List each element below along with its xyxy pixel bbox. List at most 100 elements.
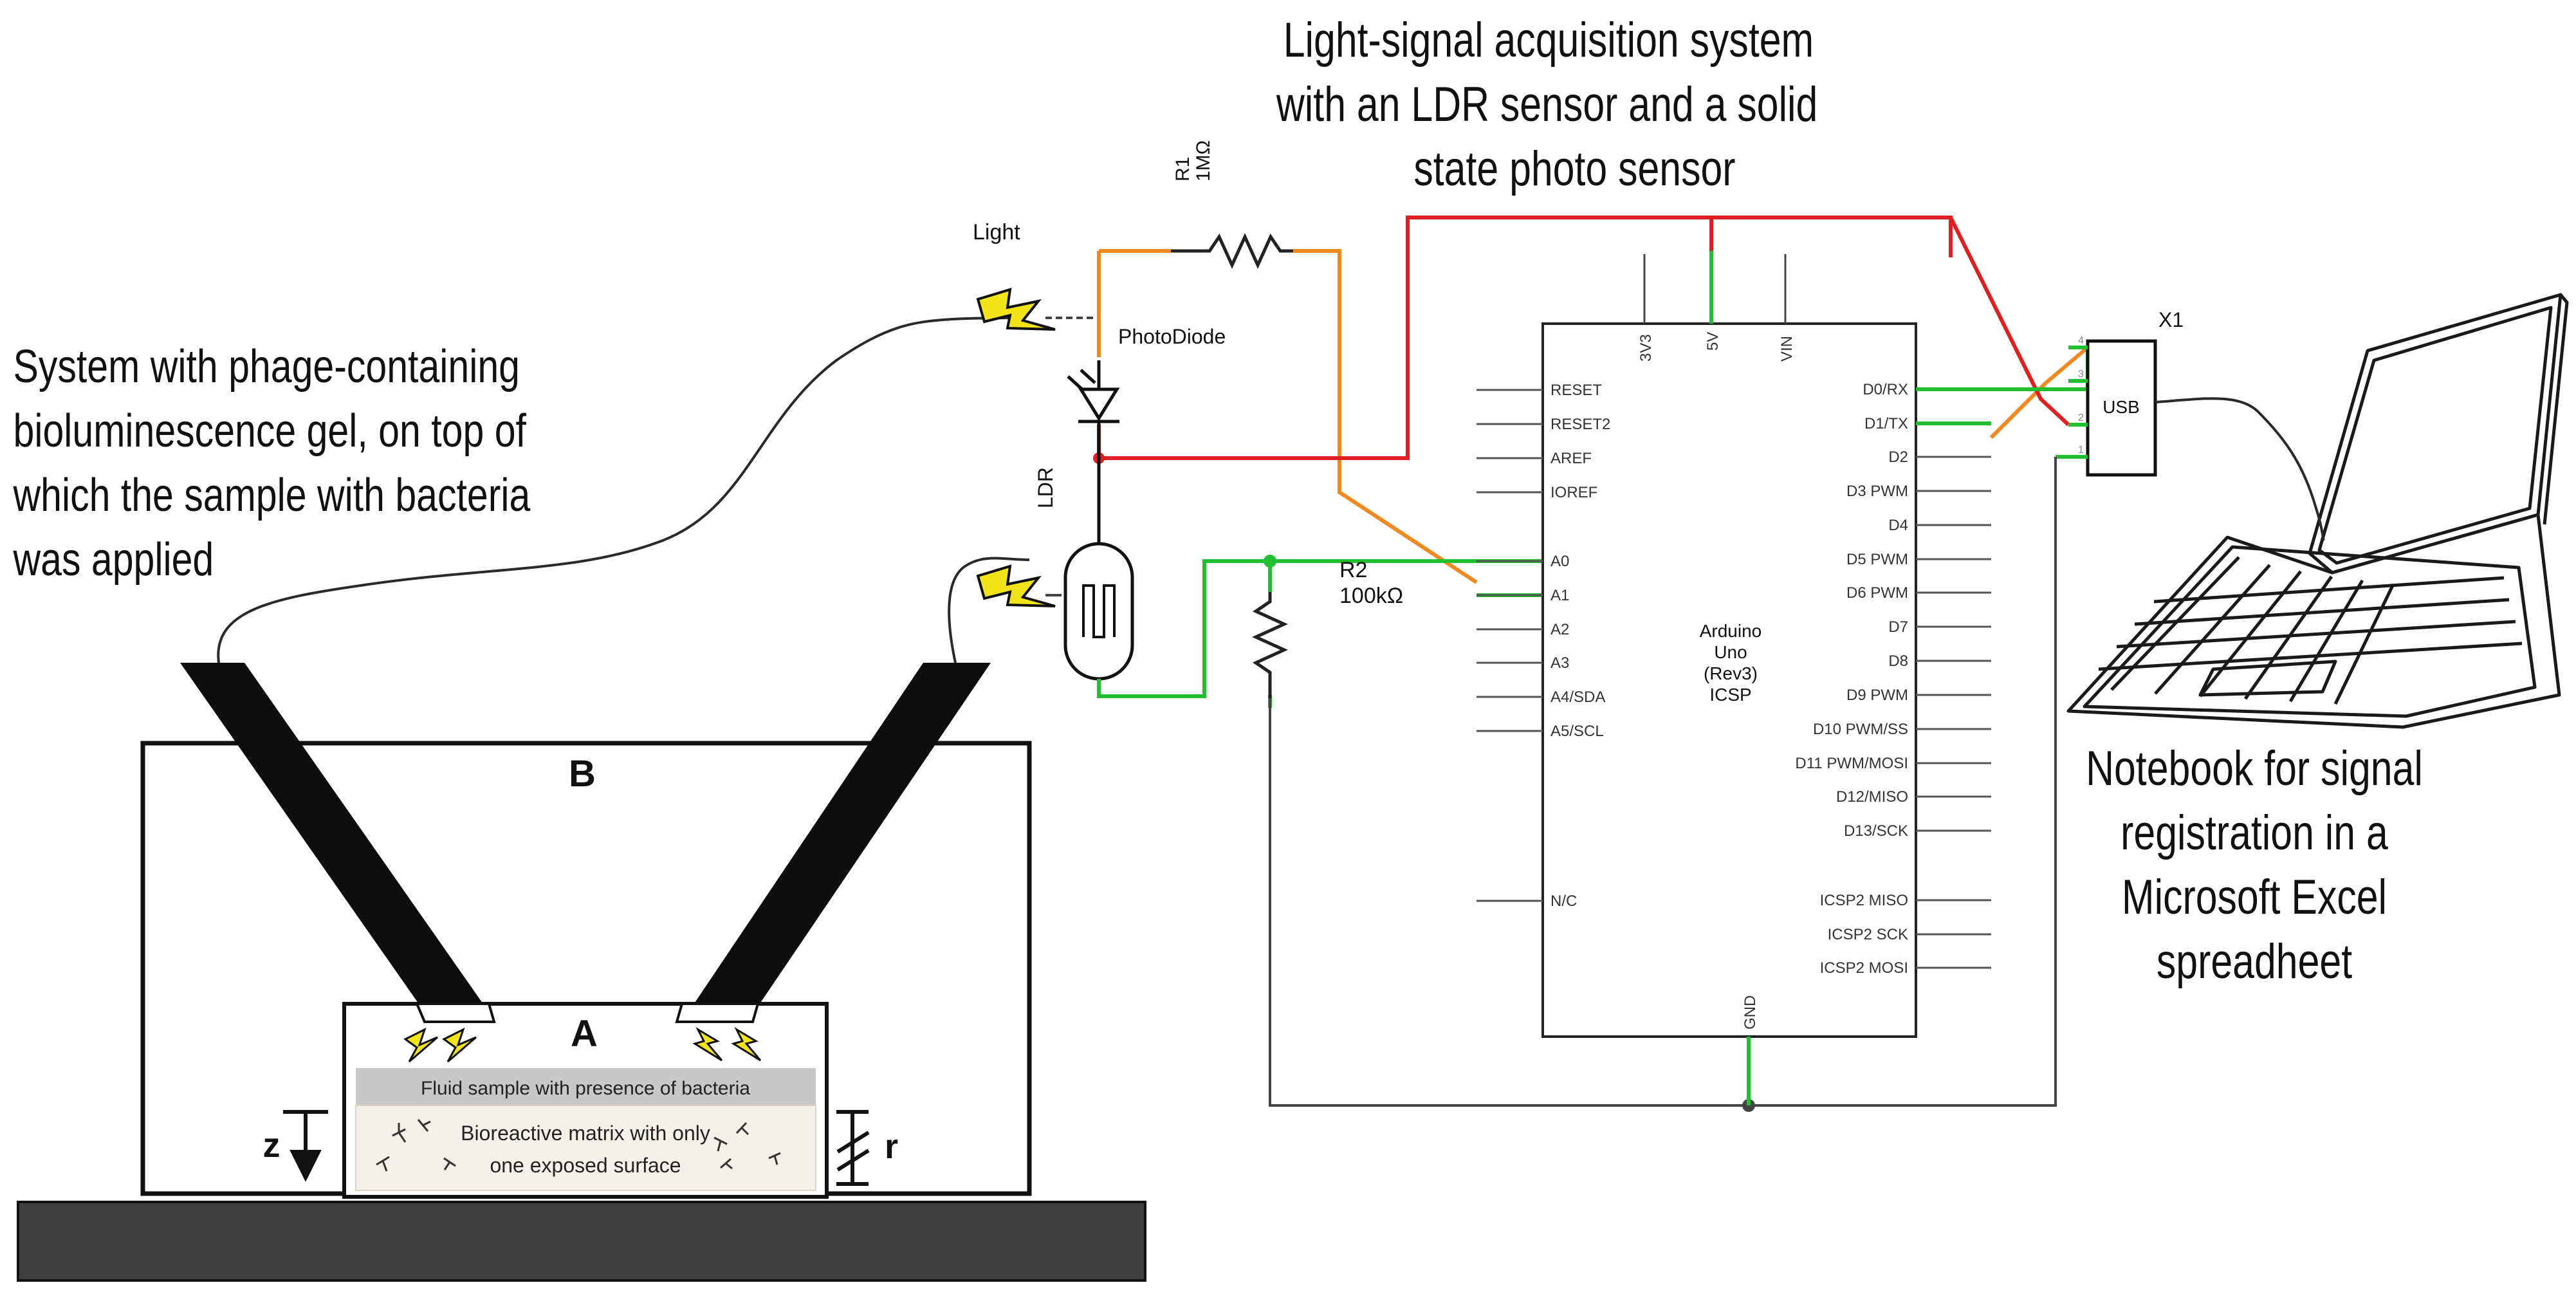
pin-a4-sda: A4/SDA: [1550, 688, 1605, 706]
usb-pin-1: 1: [2078, 445, 2084, 456]
usb-connector: [2086, 339, 2157, 477]
pin-a3: A3: [1550, 654, 1569, 672]
probe-rod-right: [687, 663, 991, 1014]
notebook-title-line-4: spreadheet: [2157, 934, 2352, 989]
arduino-board: [1541, 322, 1917, 1038]
pin-a1: A1: [1550, 587, 1569, 604]
label-a: A: [571, 1013, 598, 1055]
pin-d11-pwm-mosi: D11 PWM/MOSI: [1795, 755, 1908, 772]
acquisition-title-line-2: with an LDR sensor and a solid: [1276, 77, 1817, 132]
pin-a2: A2: [1550, 621, 1569, 638]
fluid-sample-layer: [356, 1068, 816, 1105]
gel-system-title-line-1: System with phage-containing: [14, 340, 520, 392]
x1-label: X1: [2158, 308, 2184, 331]
usb-pin-3: 3: [2078, 369, 2084, 380]
base-platform: [17, 1201, 1146, 1282]
notebook-title-line-3: Microsoft Excel: [2122, 870, 2387, 925]
pin-d3-pwm: D3 PWM: [1846, 483, 1908, 500]
acquisition-title: Light-signal acquisition system with an …: [1276, 13, 1817, 196]
light-bolt-ldr: [976, 564, 1056, 607]
notebook-title-line-2: registration in a: [2121, 806, 2388, 860]
usb-pin-4: 4: [2078, 335, 2084, 346]
matrix-label-line-1: Bioreactive matrix with only: [461, 1122, 710, 1145]
r-marker: [836, 1110, 870, 1186]
probe-tip-left: [414, 1003, 496, 1023]
pin-reset: RESET: [1550, 382, 1602, 399]
pin-d5-pwm: D5 PWM: [1846, 551, 1908, 568]
pin-3v3: 3V3: [1637, 334, 1655, 362]
r1-name: R1: [1172, 157, 1193, 181]
pin-d6-pwm: D6 PWM: [1846, 584, 1908, 602]
laptop-illustration: [2066, 293, 2569, 729]
usb-to-laptop-cable: [2155, 397, 2325, 541]
pin-d10-pwm-ss: D10 PWM/SS: [1813, 721, 1908, 738]
svg-text:Uno: Uno: [1714, 642, 1747, 662]
svg-text:ICSP: ICSP: [1709, 685, 1751, 705]
fiber-cable-left: [217, 317, 1024, 663]
photodiode-symbol: [1067, 360, 1120, 458]
r2-value: 100kΩ: [1339, 584, 1403, 608]
svg-text:(Rev3): (Rev3): [1704, 663, 1758, 683]
pin-vin: VIN: [1778, 336, 1796, 362]
fluid-sample-label: Fluid sample with presence of bacteria: [421, 1078, 750, 1099]
wire-ground-loop: [1269, 457, 2057, 1107]
pin-d1-tx: D1/TX: [1864, 415, 1908, 432]
wire-red-to-usb: [1709, 216, 1951, 251]
pin-reset2: RESET2: [1550, 416, 1610, 433]
usb-pin-2: 2: [2078, 412, 2084, 423]
arduino-left-pins: RESETRESET2AREFIOREFA0A1A2A3A4/SDAA5/SCL…: [1477, 382, 1610, 910]
probe-rod-left: [180, 663, 490, 1014]
pin-d12-miso: D12/MISO: [1836, 788, 1908, 806]
arduino-top-pins: 3V3 5V VIN: [1637, 254, 1796, 362]
wire-red-right: [1711, 216, 2070, 427]
label-r: r: [885, 1127, 898, 1166]
label-z: z: [263, 1126, 281, 1165]
fiber-cable-right: [948, 557, 1030, 663]
pin-a5-scl: A5/SCL: [1550, 723, 1604, 740]
pin-gnd: GND: [1742, 995, 1759, 1030]
resistor-r2: [1251, 592, 1289, 698]
usb-label: USB: [2102, 397, 2140, 417]
arduino-title: Arduino Uno (Rev3) ICSP: [1700, 621, 1762, 705]
gel-system-title-line-2: bioluminescence gel, on top of: [14, 404, 527, 456]
resistor-r1: [1171, 232, 1293, 270]
gel-system-title: System with phage-containing bioluminesc…: [13, 340, 531, 585]
pin-icsp2-mosi: ICSP2 MOSI: [1820, 959, 1908, 977]
z-marker: [283, 1110, 328, 1182]
pin-d4: D4: [1888, 517, 1908, 534]
pin-ioref: IOREF: [1550, 484, 1597, 501]
photodiode-label: PhotoDiode: [1118, 325, 1226, 348]
pin-d0-rx: D0/RX: [1863, 381, 1908, 398]
notebook-title: Notebook for signal registration in a Mi…: [2086, 741, 2423, 989]
pin-d13-sck: D13/SCK: [1844, 822, 1908, 840]
pin-icsp2-miso: ICSP2 MISO: [1820, 892, 1908, 909]
probe-tip-right: [675, 1003, 760, 1023]
notebook-title-line-1: Notebook for signal: [2086, 741, 2423, 796]
bacteria-icons: [376, 1119, 781, 1172]
acquisition-title-line-1: Light-signal acquisition system: [1283, 13, 1814, 68]
light-label: Light: [973, 220, 1020, 245]
bioluminescence-bolts: [403, 1027, 762, 1063]
pin-d9-pwm: D9 PWM: [1846, 687, 1908, 704]
wires-orange: [1097, 249, 2089, 584]
bioreactive-matrix: [355, 1105, 816, 1191]
pin-5v: 5V: [1704, 332, 1722, 351]
matrix-label-line-2: one exposed surface: [490, 1154, 681, 1177]
pin-d2: D2: [1888, 448, 1908, 466]
usb-pins: 4 3 2 1: [2068, 335, 2088, 459]
ldr-symbol: [1063, 458, 1134, 696]
ldr-label: LDR: [1034, 467, 1057, 508]
pin-a0: A0: [1550, 553, 1569, 570]
r2-name: R2: [1339, 558, 1367, 582]
acquisition-title-line-3: state photo sensor: [1413, 142, 1735, 196]
pin-n-c: N/C: [1550, 892, 1577, 910]
gel-system-title-line-3: which the sample with bacteria: [13, 468, 531, 521]
light-bolt-photodiode: [976, 288, 1056, 331]
svg-text:Arduino: Arduino: [1700, 621, 1762, 641]
gel-system-title-line-4: was applied: [13, 533, 214, 585]
junction-r2: [1264, 555, 1276, 568]
pin-icsp2-sck: ICSP2 SCK: [1828, 926, 1908, 943]
